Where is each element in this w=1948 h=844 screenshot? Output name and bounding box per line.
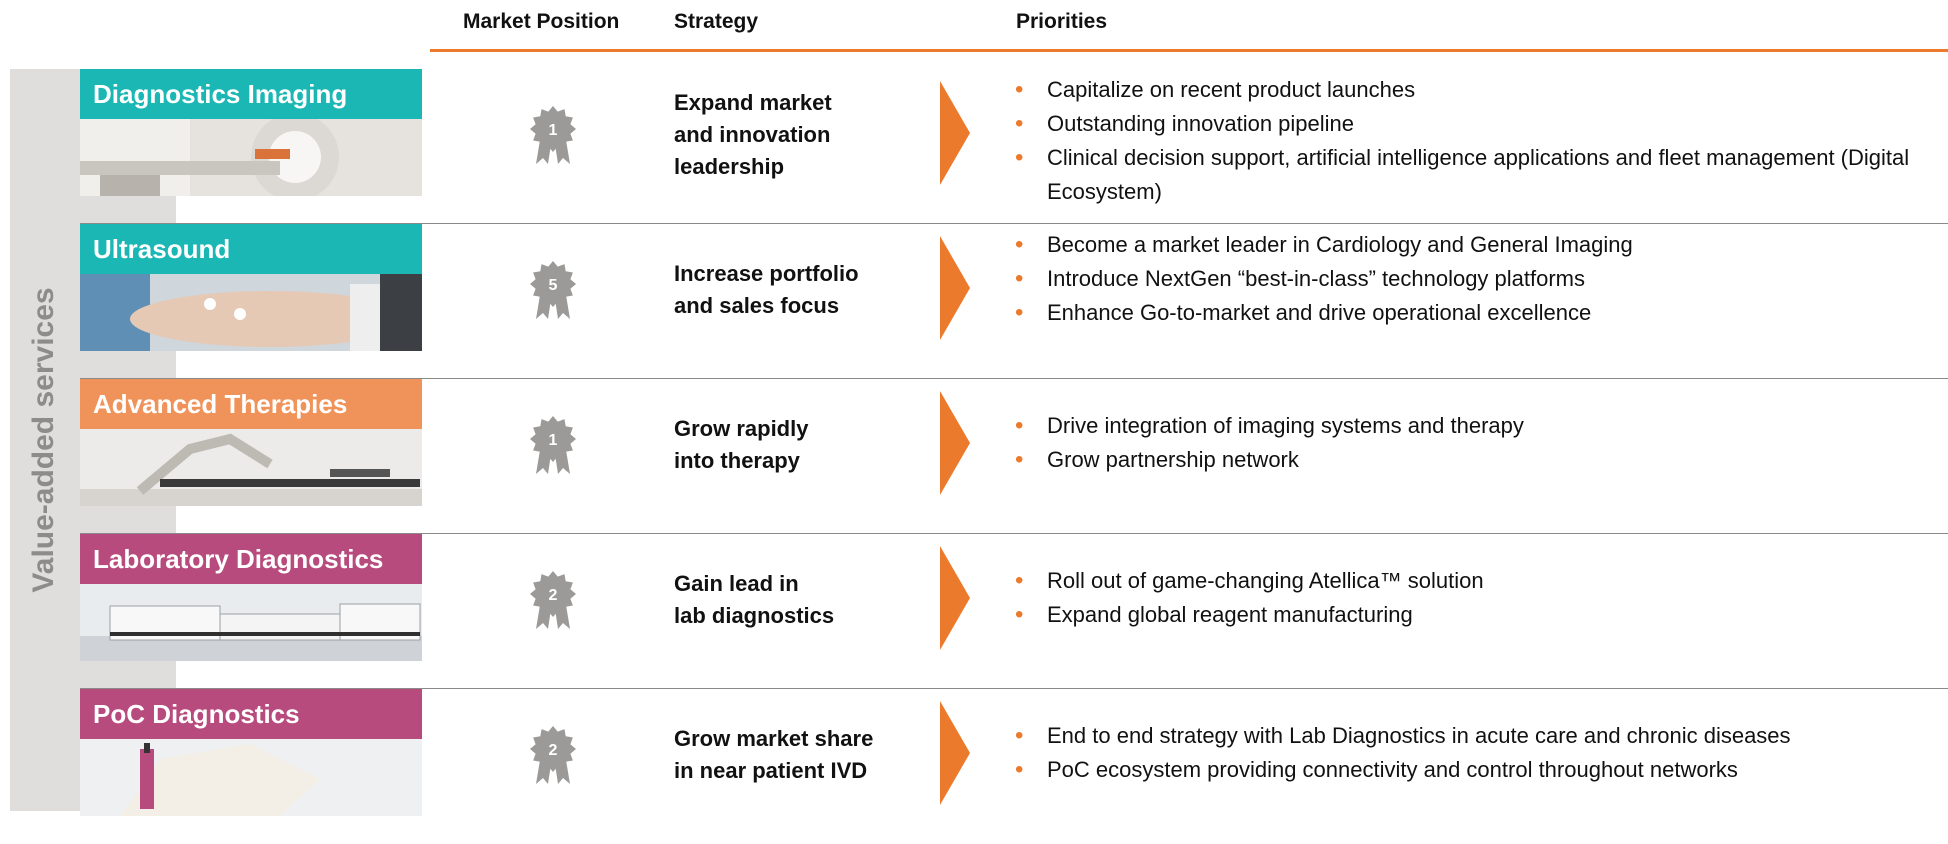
segment-title: PoC Diagnostics: [80, 689, 422, 739]
badge-star: [530, 416, 576, 462]
segment-tile: Ultrasound: [80, 224, 422, 351]
segment-row: PoC Diagnostics 2 Grow market share in near…: [0, 689, 1948, 844]
strategy-line: leadership: [674, 154, 785, 179]
segment-tile: Laboratory Diagnostics: [80, 534, 422, 661]
rank-number: 2: [549, 587, 558, 604]
segment-image: [80, 429, 422, 506]
strategy-text: Grow market share in near patient IVD: [674, 723, 914, 787]
segment-title: Ultrasound: [80, 224, 422, 274]
segment-image: [80, 584, 422, 661]
header-market-position: Market Position: [463, 10, 620, 33]
rank-badge-icon: 2: [530, 569, 576, 631]
rank-badge-icon: 1: [530, 414, 576, 476]
row-divider: [80, 378, 1948, 379]
badge-star: [530, 106, 576, 152]
header-divider: [430, 49, 1948, 52]
priority-item: PoC ecosystem providing connectivity and…: [1015, 753, 1935, 787]
strategy-text: Expand market and innovation leadership: [674, 87, 914, 183]
strategy-line: in near patient IVD: [674, 758, 868, 783]
rank-number: 2: [549, 742, 558, 759]
rank-number: 1: [549, 432, 558, 449]
strategy-line: Increase portfolio: [674, 261, 859, 286]
priorities-list: Roll out of game-changing Atellica™ solu…: [1015, 564, 1935, 632]
strategy-text: Increase portfolio and sales focus: [674, 258, 914, 322]
chevron-arrow-icon: [940, 391, 970, 495]
segment-photo: [80, 429, 422, 506]
segment-tile: Advanced Therapies: [80, 379, 422, 506]
strategy-text: Grow rapidly into therapy: [674, 413, 914, 477]
segment-tile: PoC Diagnostics: [80, 689, 422, 816]
strategy-line: into therapy: [674, 448, 800, 473]
row-divider: [80, 533, 1948, 534]
rank-badge-icon: 2: [530, 724, 576, 786]
segment-image: [80, 274, 422, 351]
strategy-line: and innovation: [674, 122, 831, 147]
segment-title: Diagnostics Imaging: [80, 69, 422, 119]
priority-item: Become a market leader in Cardiology and…: [1015, 228, 1935, 262]
segment-photo: [80, 739, 422, 816]
badge-star: [530, 571, 576, 617]
chevron-arrow-icon: [940, 701, 970, 805]
priority-item: Roll out of game-changing Atellica™ solu…: [1015, 564, 1935, 598]
header-strategy: Strategy: [674, 10, 759, 33]
strategy-line: Grow rapidly: [674, 416, 809, 441]
segment-row: Laboratory Diagnostics 2 Gain lead in lab d…: [0, 534, 1948, 689]
priority-item: End to end strategy with Lab Diagnostics…: [1015, 719, 1935, 753]
segment-title: Laboratory Diagnostics: [80, 534, 422, 584]
segment-photo: [80, 274, 422, 351]
segment-image: [80, 739, 422, 816]
chevron-arrow-icon: [940, 81, 970, 185]
row-divider: [80, 688, 1948, 689]
priority-item: Clinical decision support, artificial in…: [1015, 141, 1935, 209]
rank-number: 5: [549, 277, 558, 294]
badge-star: [530, 726, 576, 772]
strategy-line: Grow market share: [674, 726, 874, 751]
rank-number: 1: [549, 122, 558, 139]
row-divider: [80, 223, 1948, 224]
strategy-text: Gain lead in lab diagnostics: [674, 568, 914, 632]
strategy-line: and sales focus: [674, 293, 840, 318]
priority-item: Grow partnership network: [1015, 443, 1935, 477]
priority-item: Capitalize on recent product launches: [1015, 73, 1935, 107]
badge-star: [530, 261, 576, 307]
segment-row: Advanced Therapies 1 Grow rapidly into ther…: [0, 379, 1948, 534]
rank-badge-icon: 1: [530, 104, 576, 166]
priority-item: Enhance Go-to-market and drive operation…: [1015, 296, 1935, 330]
header-priorities: Priorities: [1016, 10, 1108, 33]
priority-item: Outstanding innovation pipeline: [1015, 107, 1935, 141]
priorities-list: End to end strategy with Lab Diagnostics…: [1015, 719, 1935, 787]
segment-title: Advanced Therapies: [80, 379, 422, 429]
segment-image: [80, 119, 422, 196]
priority-item: Drive integration of imaging systems and…: [1015, 409, 1935, 443]
segment-row: Diagnostics Imaging 1 Expand market and inn…: [0, 69, 1948, 224]
priorities-list: Become a market leader in Cardiology and…: [1015, 228, 1935, 330]
priorities-list: Capitalize on recent product launchesOut…: [1015, 73, 1935, 209]
priority-item: Introduce NextGen “best-in-class” techno…: [1015, 262, 1935, 296]
segment-row: Ultrasound 5 Increase portfolio and sales f…: [0, 224, 1948, 379]
segment-photo: [80, 119, 422, 196]
chevron-arrow-icon: [940, 236, 970, 340]
rank-badge-icon: 5: [530, 259, 576, 321]
segment-tile: Diagnostics Imaging: [80, 69, 422, 196]
strategy-line: Gain lead in: [674, 571, 799, 596]
strategy-line: lab diagnostics: [674, 603, 835, 628]
chevron-arrow-icon: [940, 546, 970, 650]
segment-photo: [80, 584, 422, 661]
priorities-list: Drive integration of imaging systems and…: [1015, 409, 1935, 477]
strategy-line: Expand market: [674, 90, 832, 115]
priority-item: Expand global reagent manufacturing: [1015, 598, 1935, 632]
